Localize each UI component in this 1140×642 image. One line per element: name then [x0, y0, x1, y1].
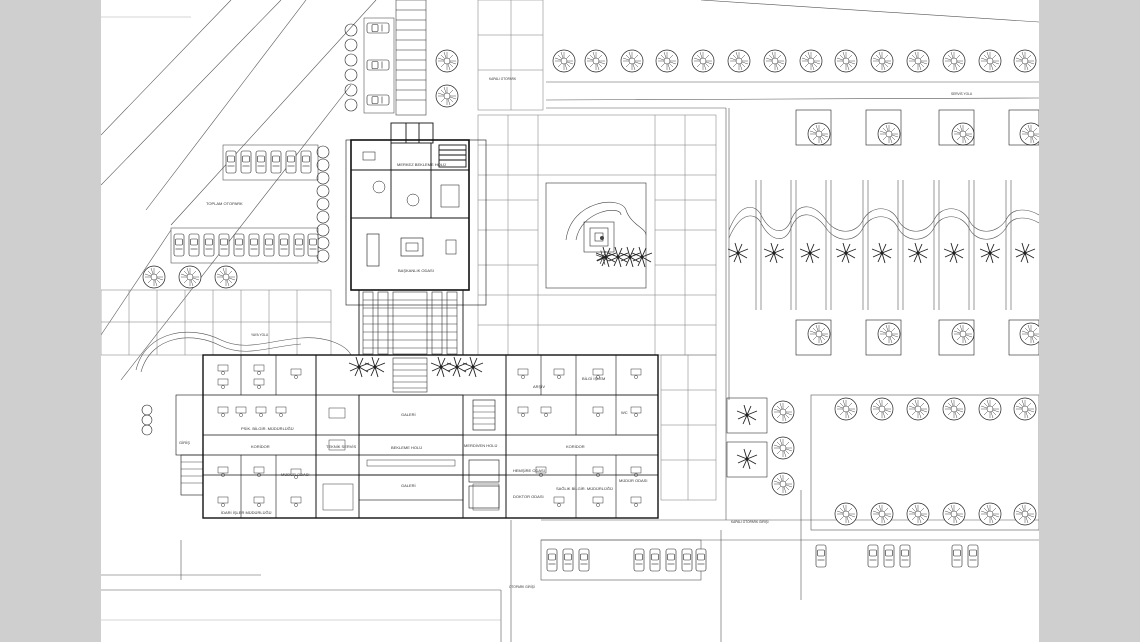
- office-furniture: [217, 364, 642, 511]
- label-tibbi-birim-left: PSİK. BİLGİR. MÜDÜRLÜĞÜ: [241, 426, 294, 431]
- parking-bottom: [540, 539, 979, 581]
- label-servis-yolu: SERVİS YOLU: [951, 91, 973, 96]
- entrance-palms: [348, 356, 484, 378]
- label-saglik-birim-right: SAĞLIK BİLGİR. MÜDÜRLÜĞÜ: [556, 486, 613, 491]
- label-bilgi-islem: BİLGİ İŞLEM: [582, 376, 605, 381]
- room-labels: TOPLAM OTOPARK KAPALI OTOPARK MERKEZ BEK…: [179, 77, 973, 589]
- left-trees: [142, 265, 238, 289]
- label-galeri-main: GALERİ: [401, 412, 416, 417]
- label-mudur-odasi-left: MÜDÜR ODASI: [281, 472, 309, 477]
- label-bekleme-holu: BEKLEME HOLÜ: [391, 445, 422, 450]
- parking-top-left: [170, 144, 319, 264]
- entrance-steps: [362, 291, 458, 393]
- label-teknik-servis: TEKNİK SERVİS: [326, 444, 356, 449]
- upper-wing: [345, 122, 487, 355]
- label-kapali-otopark-right: KAPALI OTOPARK GİRİŞİ: [731, 519, 769, 524]
- hedge-blocks: [726, 397, 768, 478]
- small-tree-column: [141, 23, 358, 436]
- label-kordor-left: KORİDOR: [251, 444, 270, 449]
- label-galeri-bottom: GALERİ: [401, 483, 416, 488]
- label-hemsire-odasi: HEMŞİRE ODASI: [513, 468, 545, 473]
- label-kordor-right: KORİDOR: [566, 444, 585, 449]
- label-tibbi-birim-lower-left: İDARİ İŞLER MÜDÜRLÜĞÜ: [221, 510, 272, 515]
- right-garden-palms: [727, 242, 1036, 264]
- label-merdiven-holu: MERDİVEN HOLÜ: [464, 443, 497, 448]
- label-arsiv: ARŞİV: [533, 384, 545, 389]
- parking-top-middle: [363, 0, 427, 116]
- site-roads: [101, 0, 1039, 642]
- label-toplam-otopark: TOPLAM OTOPARK: [206, 201, 243, 206]
- plaza-palms: [595, 246, 653, 268]
- label-baskan-odasi: BAŞKANLIK ODASI: [398, 268, 434, 273]
- fountain-plaza: [545, 182, 647, 289]
- right-garden-trees: [807, 122, 1039, 346]
- drawing-sheet: TOPLAM OTOPARK KAPALI OTOPARK MERKEZ BEK…: [101, 0, 1039, 642]
- lower-wing: [175, 354, 659, 519]
- label-giris: GİRİŞ: [179, 440, 190, 445]
- label-doktor-odasi: DOKTOR ODASI: [513, 494, 544, 499]
- label-otopark-giris: OTOPARK GİRİŞİ: [509, 584, 535, 589]
- label-mudur-odasi-right: MÜDÜR ODASI: [619, 478, 647, 483]
- right-garden: [725, 108, 1039, 531]
- curved-path: [135, 331, 352, 373]
- label-yaya-yolu: YAYA YOLU: [251, 333, 269, 337]
- site-plan: TOPLAM OTOPARK KAPALI OTOPARK MERKEZ BEK…: [101, 0, 1039, 642]
- label-kapali-alan: KAPALI OTOPARK: [489, 77, 517, 81]
- label-nerede-hosgeldiniz: MERKEZ BEKLEME HOLÜ: [397, 162, 446, 167]
- lower-right-trees: [771, 397, 1037, 526]
- label-wc: WC: [621, 410, 628, 415]
